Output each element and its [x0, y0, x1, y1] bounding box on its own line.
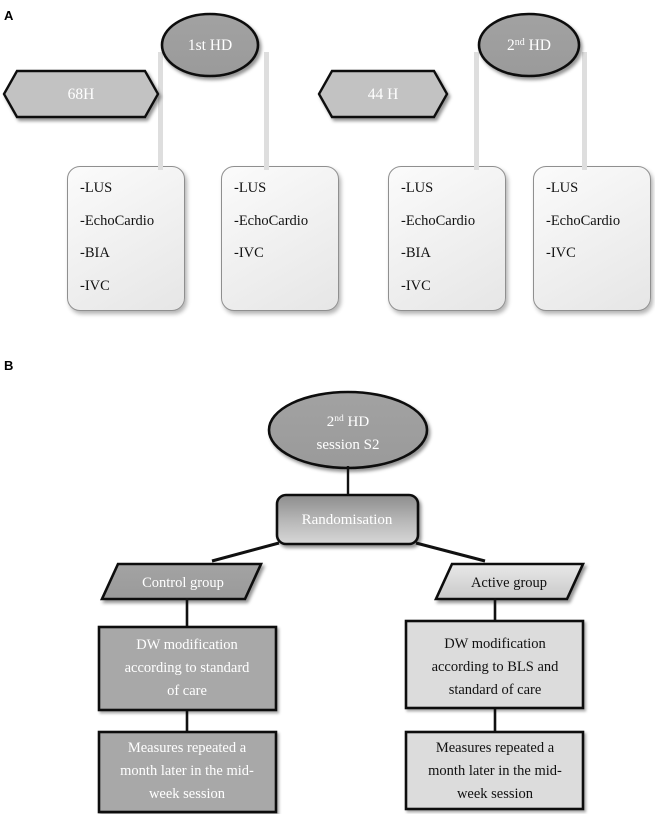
active-dw-line-3: standard of care — [449, 682, 542, 698]
assessment-box-1: -LUS -EchoCardio -BIA -IVC — [67, 166, 185, 311]
control-measures-line-1: Measures repeated a — [128, 740, 247, 756]
interval-68h-hexagon-shape — [2, 69, 160, 119]
2nd-hd-session-s2-ellipse-shape — [267, 390, 429, 470]
assessment-box-2-list: -LUS -EchoCardio -IVC — [234, 181, 332, 279]
active-dw-line-1: DW modification — [444, 636, 546, 652]
randomisation-box — [275, 493, 420, 546]
active-dw-modification-box-shape — [404, 619, 585, 710]
connector-2nd-hd-to-box4 — [582, 52, 587, 170]
control-dw-line-2: according to standard — [125, 660, 251, 676]
control-dw-modification-box-shape — [97, 625, 278, 712]
interval-44h-label: 44 H — [368, 86, 399, 103]
assessment-item: -EchoCardio — [401, 212, 476, 229]
randomisation-label: Randomisation — [302, 512, 393, 528]
s2-line1-superscript: nd — [334, 414, 344, 424]
panel-b-letter: B — [4, 358, 14, 373]
assessment-item: -IVC — [234, 245, 264, 261]
connector-2nd-hd-to-box3 — [474, 52, 479, 170]
active-group-parallelogram — [433, 562, 586, 601]
active-dw-line-2: according to BLS and — [432, 659, 560, 675]
assessment-box-3: -LUS -EchoCardio -BIA -IVC — [388, 166, 506, 311]
control-measures-repeated-box-shape — [97, 730, 278, 814]
control-dw-modification-box — [97, 625, 278, 712]
1st-hd-label-prefix: 1 — [188, 37, 196, 54]
2nd-hd-ellipse-shape — [477, 12, 581, 78]
assessment-item: -LUS — [80, 180, 113, 196]
connector-randomisation-to-control — [211, 541, 280, 563]
active-measures-line-3: week session — [457, 786, 534, 802]
s2-line1-suffix: HD — [344, 414, 370, 430]
connector-1st-hd-to-box2 — [264, 52, 269, 170]
interval-44h-hexagon-shape — [317, 69, 449, 119]
assessment-item: -EchoCardio — [546, 212, 621, 229]
control-measures-line-3: week session — [149, 786, 226, 802]
control-group-parallelogram-shape — [99, 562, 264, 601]
connector-randomisation-to-active — [415, 541, 486, 563]
2nd-hd-ellipse — [477, 12, 581, 78]
2nd-hd-label-suffix: HD — [525, 37, 551, 54]
control-group-label: Control group — [142, 575, 224, 591]
interval-68h-hexagon — [2, 69, 160, 119]
assessment-item: -IVC — [546, 245, 576, 261]
active-dw-modification-box — [404, 619, 585, 710]
interval-68h-label: 68H — [68, 86, 95, 103]
2nd-hd-session-s2-line1: 2nd HD — [327, 414, 370, 430]
active-group-label: Active group — [471, 575, 547, 591]
1st-hd-ellipse-shape — [160, 12, 260, 78]
control-dw-line-1: DW modification — [136, 637, 238, 653]
assessment-item: -IVC — [80, 277, 110, 294]
1st-hd-label-suffix: HD — [206, 37, 232, 54]
active-measures-line-1: Measures repeated a — [436, 740, 555, 756]
2nd-hd-label-prefix: 2 — [507, 37, 515, 54]
assessment-item: -EchoCardio — [80, 212, 155, 229]
assessment-item: -EchoCardio — [234, 212, 309, 229]
control-group-parallelogram — [99, 562, 264, 601]
assessment-box-4: -LUS -EchoCardio -IVC — [533, 166, 651, 311]
assessment-item: -LUS — [546, 180, 579, 196]
1st-hd-label: 1st HD — [188, 37, 232, 54]
active-measures-line-2: month later in the mid- — [428, 763, 562, 779]
1st-hd-ellipse — [160, 12, 260, 78]
assessment-item: -LUS — [401, 180, 434, 196]
assessment-box-4-list: -LUS -EchoCardio -IVC — [546, 181, 644, 279]
control-measures-line-2: month later in the mid- — [120, 763, 254, 779]
assessment-item: -BIA — [80, 245, 110, 261]
assessment-box-1-list: -LUS -EchoCardio -BIA -IVC — [80, 181, 178, 311]
2nd-hd-session-s2-line2: session S2 — [317, 437, 380, 453]
interval-44h-hexagon — [317, 69, 449, 119]
control-measures-repeated-box — [97, 730, 278, 814]
assessment-item: -BIA — [401, 245, 431, 261]
assessment-box-3-list: -LUS -EchoCardio -BIA -IVC — [401, 181, 499, 311]
1st-hd-label-suffix-ordinal: st — [196, 37, 207, 54]
2nd-hd-session-s2-ellipse — [267, 390, 429, 470]
control-dw-line-3: of care — [167, 683, 207, 699]
connector-1st-hd-to-box1 — [158, 52, 163, 170]
active-measures-repeated-box — [404, 730, 585, 811]
randomisation-box-shape — [275, 493, 420, 546]
s2-line1-prefix: 2 — [327, 414, 335, 430]
panel-a-connectors — [158, 52, 587, 170]
2nd-hd-label-superscript: nd — [515, 37, 525, 48]
assessment-item: -LUS — [234, 180, 267, 196]
assessment-box-2: -LUS -EchoCardio -IVC — [221, 166, 339, 311]
active-group-parallelogram-shape — [433, 562, 586, 601]
panel-a-letter: A — [4, 8, 14, 23]
active-measures-repeated-box-shape — [404, 730, 585, 811]
assessment-item: -IVC — [401, 277, 431, 294]
2nd-hd-label: 2nd HD — [507, 37, 551, 54]
